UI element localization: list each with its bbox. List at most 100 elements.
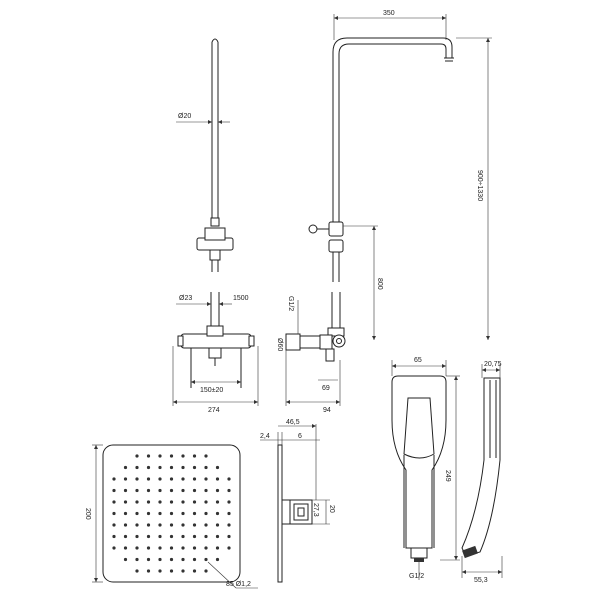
nozzle-dot [181,465,185,470]
outlet-diameter-label: Ø60 [276,338,283,351]
nozzle-dot [227,511,231,516]
nozzle-dot [146,523,151,527]
rim-label: 6 [298,433,302,440]
head-thickness-label: 20,75 [484,361,502,368]
nozzle-dot [169,465,174,470]
depth-label: 94 [323,407,331,414]
nozzle-dot [169,511,174,516]
nozzle-dot [146,511,151,516]
nozzle-dot [169,546,174,550]
nozzle-dot [192,534,197,539]
nozzle-dot [169,569,174,573]
nozzle-dot [181,511,185,516]
nozzle-dot [215,523,220,527]
nozzle-dot [135,500,139,504]
nozzle-dot [192,523,197,527]
bar-length-label: 1500 [233,295,249,302]
nozzle-dot [215,500,220,504]
nozzle-dot [192,488,197,493]
nozzle-dot [204,488,208,493]
length-label: 249 [444,470,451,482]
nozzle-dot [192,477,197,481]
nozzle-dot [204,465,208,470]
height-range-label: 900÷1330 [476,170,483,201]
slider-height-label: 800 [376,278,383,290]
nozzle-dot [158,511,162,516]
nozzle-dot [146,534,151,539]
nozzle-dot [112,488,116,493]
nozzle-dot [192,569,197,573]
nozzle-dot [135,454,139,458]
nozzle-dot [123,511,128,516]
nozzle-dot [215,465,220,470]
nozzle-dot [112,511,116,516]
nozzle-dot [135,569,139,573]
nozzle-dot [169,454,174,458]
inlet-spacing-label: 150±20 [200,387,223,394]
nozzle-dot [227,523,231,527]
hand-thread-label: G1/2 [409,573,424,580]
nozzle-dot [135,523,139,527]
nozzle-dot [215,546,220,550]
nozzle-dot [204,477,208,481]
nozzle-dot [123,477,128,481]
nozzle-dot [215,477,220,481]
width-label: 274 [208,407,220,414]
nozzle-dot [158,454,162,458]
nozzle-dot [169,523,174,527]
wall-offset-label: 69 [322,385,330,392]
nozzle-dot [158,546,162,550]
nozzle-dot [112,523,116,527]
nozzle-dot [181,557,185,562]
arm-reach-label: 350 [383,10,395,17]
nozzle-dot [204,546,208,550]
nozzle-dot [181,569,185,573]
nozzle-dot [146,569,151,573]
nozzle-dot [158,523,162,527]
nozzle-dot [215,511,220,516]
nozzle-dot [204,523,208,527]
nozzle-dot [204,454,208,458]
nozzle-dot [135,534,139,539]
plate-thickness-label: 2,4 [260,433,270,440]
nozzle-dot [123,557,128,562]
nozzle-dot [227,546,231,550]
nozzle-dot [158,500,162,504]
nozzle-dot [112,500,116,504]
grip-width-label: 55,3 [474,577,488,584]
nozzle-dot [158,488,162,493]
nozzle-dot [215,488,220,493]
nozzle-dot [204,557,208,562]
nozzle-dot [158,569,162,573]
nozzle-dot [146,488,151,493]
nozzle-dot [181,534,185,539]
nozzle-dot [169,500,174,504]
thread-label: G1/2 [287,296,294,311]
head-width-label: 65 [414,357,422,364]
overhead-shower: 200 85 Ø1,2 2,4 46,5 6 27,3 20 [84,419,335,589]
nozzle-dot [146,465,151,470]
size-label: 200 [84,508,91,520]
nozzle-dot [135,511,139,516]
nozzle-dot [192,465,197,470]
nozzle-dot [192,511,197,516]
nozzle-dot [135,557,139,562]
nozzle-dot [169,477,174,481]
nozzle-dot [181,477,185,481]
front-view: Ø20 Ø23 1500 150±20 [172,38,259,414]
nozzle-dot [192,454,197,458]
hand-shower: 65 249 G1/2 20,75 [391,357,503,584]
nozzle-dot [192,500,197,504]
pipe-diameter-label: Ø20 [178,113,191,120]
nozzle-dot [192,546,197,550]
nozzle-dot [181,454,185,458]
nozzle-grid [112,454,231,573]
nozzle-dot [123,523,128,527]
nozzle-dot [123,534,128,539]
nozzle-dot [158,465,162,470]
nozzle-dot [146,557,151,562]
nozzle-dot [169,557,174,562]
nozzles-label: 85 Ø1,2 [226,581,251,588]
nozzle-dot [123,500,128,504]
